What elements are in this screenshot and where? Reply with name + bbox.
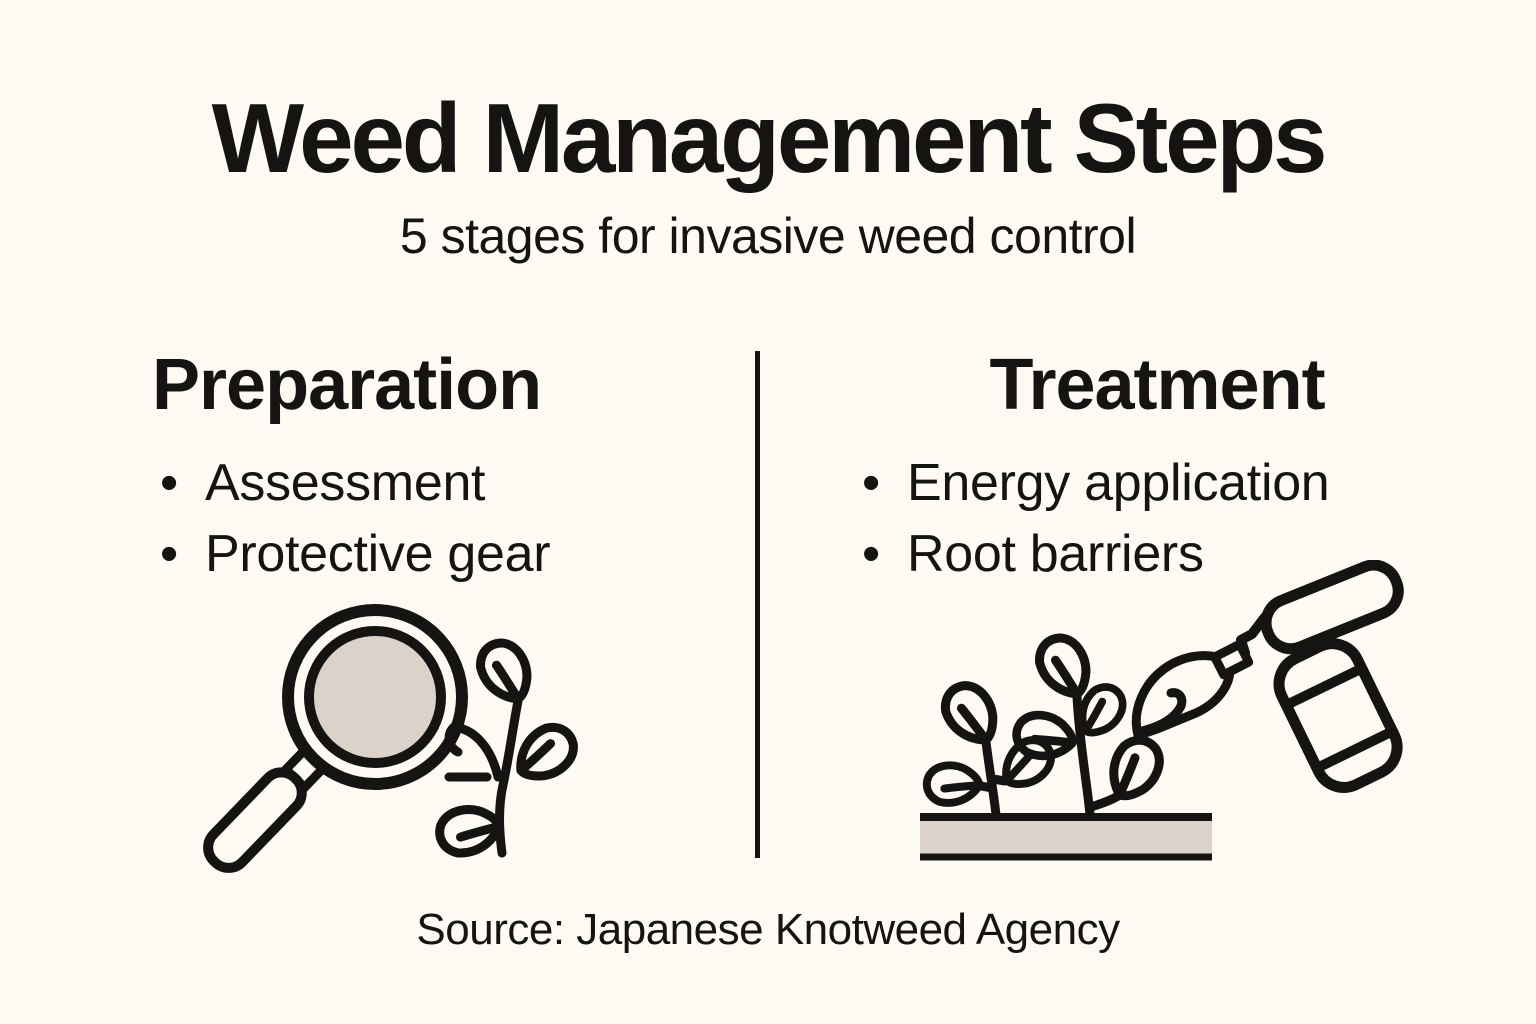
ground-icon xyxy=(920,813,1212,861)
source-attribution: Source: Japanese Knotweed Agency xyxy=(416,905,1120,954)
preparation-bullet-list: Assessment Protective gear xyxy=(160,448,551,590)
treatment-bullet-list: Energy application Root barriers xyxy=(862,448,1330,590)
list-item: Energy application xyxy=(862,448,1330,519)
list-item: Assessment xyxy=(160,448,550,519)
plant-sprig-icon xyxy=(437,639,580,857)
vertical-divider xyxy=(755,351,760,858)
weed-plant-small-icon xyxy=(922,680,1058,820)
weed-plant-tall-icon xyxy=(1010,634,1171,820)
magnifying-glass-icon xyxy=(203,604,468,873)
page-subtitle: 5 stages for invasive weed control xyxy=(399,208,1137,264)
flame-weeder-burning-plants-icon xyxy=(890,560,1404,861)
treatment-heading: Treatment xyxy=(989,345,1325,425)
page-title: Weed Management Steps xyxy=(211,83,1328,193)
list-item: Root barriers xyxy=(862,519,1329,590)
torch-icon xyxy=(1210,560,1404,793)
preparation-heading: Preparation xyxy=(152,345,542,425)
magnifying-glass-and-plant-icon xyxy=(203,604,600,873)
list-item: Protective gear xyxy=(160,519,551,590)
